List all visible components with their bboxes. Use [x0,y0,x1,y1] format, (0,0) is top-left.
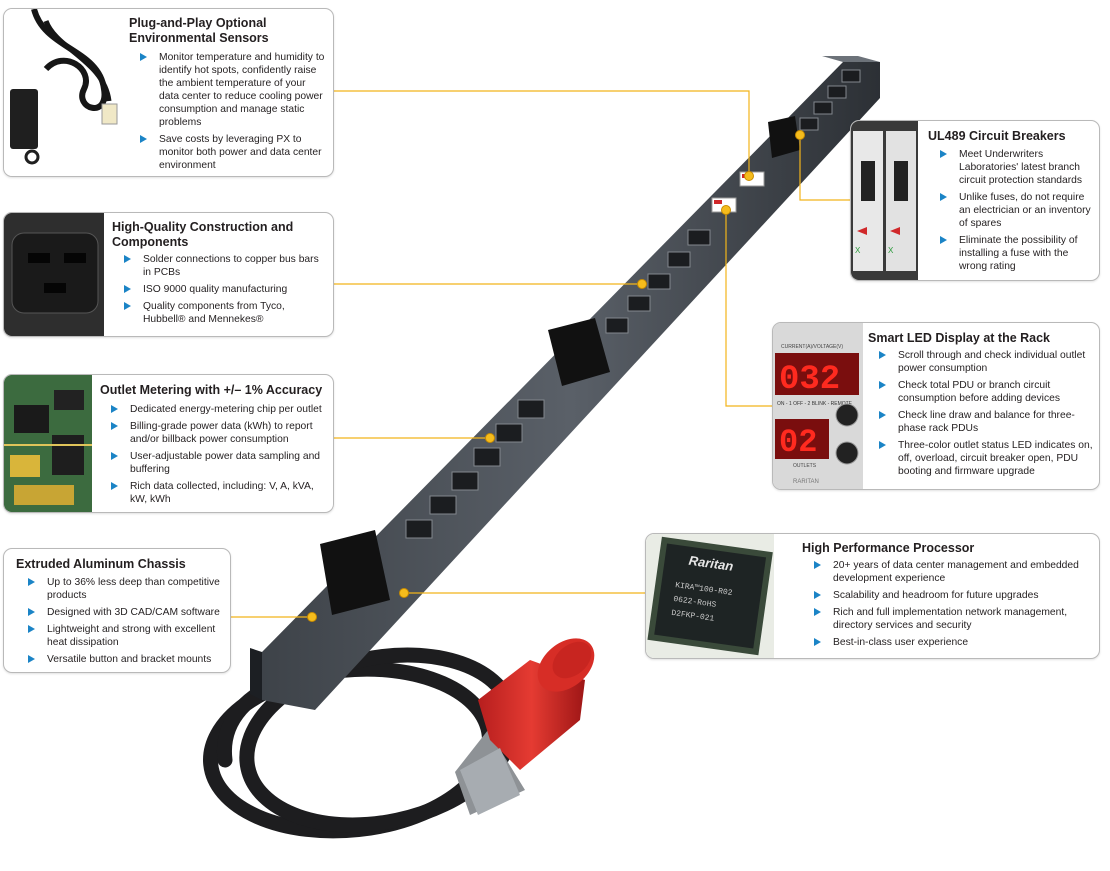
card-bullets: Solder connections to copper bus bars in… [124,253,329,330]
bullet-arrow-icon [111,452,118,460]
bullet-arrow-icon [814,638,821,646]
bullet-arrow-icon [111,482,118,490]
card-title: Plug-and-Play Optional Environmental Sen… [129,16,269,45]
bullet-arrow-icon [814,561,821,569]
card-bullets: Up to 36% less deep than competitive pro… [28,576,224,670]
bullet-arrow-icon [879,441,886,449]
svg-text:Raritan: Raritan [688,553,734,574]
svg-text:ON - 1 OFF - 2 BLINK - REMOTE: ON - 1 OFF - 2 BLINK - REMOTE [777,401,853,407]
card-bullets: Meet Underwriters Laboratories' latest b… [940,148,1095,277]
card-construction: High-Quality Construction and Components… [3,212,334,337]
bullet-arrow-icon [879,351,886,359]
card-title: Outlet Metering with +/– 1% Accuracy [100,383,323,397]
svg-text:X: X [855,246,861,255]
bullet-arrow-icon [814,608,821,616]
bullet-arrow-icon [940,193,947,201]
leader-dot-construction [637,279,647,289]
bullet-arrow-icon [28,655,35,663]
bullet-item: Solder connections to copper bus bars in… [124,253,329,279]
bullet-arrow-icon [111,405,118,413]
card-outlet-metering: Outlet Metering with +/– 1% Accuracy Ded… [3,374,334,513]
outlet-socket-photo-icon [4,213,104,336]
bullet-arrow-icon [111,422,118,430]
bullet-item: Monitor temperature and humidity to iden… [140,51,325,129]
card-led-display: CURRENT(A)/VOLTAGE(V) 032 ON - 1 OFF - 2… [772,322,1100,490]
breaker-caps [320,116,800,615]
bullet-arrow-icon [28,578,35,586]
svg-text:OUTLETS: OUTLETS [793,463,817,469]
bullet-item: Unlike fuses, do not require an electric… [940,191,1095,230]
svg-text:CURRENT(A)/VOLTAGE(V): CURRENT(A)/VOLTAGE(V) [781,344,843,350]
svg-text:X: X [888,246,894,255]
bullet-item: Scalability and headroom for future upgr… [814,589,1084,602]
card-title: High Performance Processor [802,541,975,555]
red-power-plug [455,638,595,815]
bullet-item: Designed with 3D CAD/CAM software [28,606,224,619]
bullet-arrow-icon [124,285,131,293]
card-bullets: Monitor temperature and humidity to iden… [140,51,325,176]
bullet-item: Lightweight and strong with excellent he… [28,623,224,649]
card-circuit-breakers: X X UL489 Circuit Breakers Meet Underwri… [850,120,1100,281]
bullet-arrow-icon [124,302,131,310]
bullet-item: Rich data collected, including: V, A, kV… [111,480,329,506]
bullet-item: 20+ years of data center management and … [814,559,1084,585]
leader-lines [231,90,850,618]
bullet-arrow-icon [940,236,947,244]
processor-chip-photo-icon: Raritan KIRA™100-R02 0622-RoHS D2FKP-021 [646,534,774,658]
svg-text:032: 032 [779,361,840,399]
leader-dot-sensors [744,171,754,181]
bullet-item: ISO 9000 quality manufacturing [124,283,329,296]
bullet-arrow-icon [28,608,35,616]
card-environmental-sensors: Plug-and-Play Optional Environmental Sen… [3,8,334,177]
leader-dot-chassis [307,612,317,622]
bullet-item: Dedicated energy-metering chip per outle… [111,403,329,416]
bullet-arrow-icon [879,381,886,389]
bullet-item: Rich and full implementation network man… [814,606,1084,632]
card-bullets: Dedicated energy-metering chip per outle… [111,403,329,510]
bullet-item: Billing-grade power data (kWh) to report… [111,420,329,446]
card-bullets: Scroll through and check individual outl… [879,349,1097,482]
led-display-photo-icon: CURRENT(A)/VOLTAGE(V) 032 ON - 1 OFF - 2… [773,323,863,489]
bullet-arrow-icon [140,135,147,143]
circuit-board-photo-icon [4,375,92,512]
svg-text:02: 02 [779,424,817,461]
leader-dot-metering [485,433,495,443]
card-title: Smart LED Display at the Rack [868,331,1051,345]
bullet-item: Quality components from Tyco, Hubbell® a… [124,300,329,326]
bullet-item: Check total PDU or branch circuit consum… [879,379,1097,405]
bullet-item: Scroll through and check individual outl… [879,349,1097,375]
bullet-arrow-icon [814,591,821,599]
bullet-arrow-icon [124,255,131,263]
pdu-outlets [405,69,861,539]
svg-text:RARITAN: RARITAN [793,479,819,485]
card-bullets: 20+ years of data center management and … [814,559,1084,653]
card-aluminum-chassis: Extruded Aluminum Chassis Up to 36% less… [3,548,231,673]
bullet-item: Three-color outlet status LED indicates … [879,439,1097,478]
bullet-arrow-icon [140,53,147,61]
card-title: UL489 Circuit Breakers [928,129,1066,143]
card-title: Extruded Aluminum Chassis [16,557,186,571]
bullet-item: Versatile button and bracket mounts [28,653,224,666]
sensor-cable-photo-icon [4,9,122,176]
leader-dot-processor [399,588,409,598]
circuit-breaker-photo-icon: X X [851,121,918,280]
leader-dot-led [721,205,731,215]
bullet-item: Check line draw and balance for three-ph… [879,409,1097,435]
bullet-arrow-icon [28,625,35,633]
bullet-item: Meet Underwriters Laboratories' latest b… [940,148,1095,187]
card-title: High-Quality Construction and Components [112,220,294,249]
bullet-item: User-adjustable power data sampling and … [111,450,329,476]
card-processor: Raritan KIRA™100-R02 0622-RoHS D2FKP-021… [645,533,1100,659]
bullet-arrow-icon [879,411,886,419]
bullet-item: Eliminate the possibility of installing … [940,234,1095,273]
bullet-item: Up to 36% less deep than competitive pro… [28,576,224,602]
bullet-item: Save costs by leveraging PX to monitor b… [140,133,325,172]
leader-dot-breakers [795,130,805,140]
bullet-item: Best-in-class user experience [814,636,1084,649]
bullet-arrow-icon [940,150,947,158]
